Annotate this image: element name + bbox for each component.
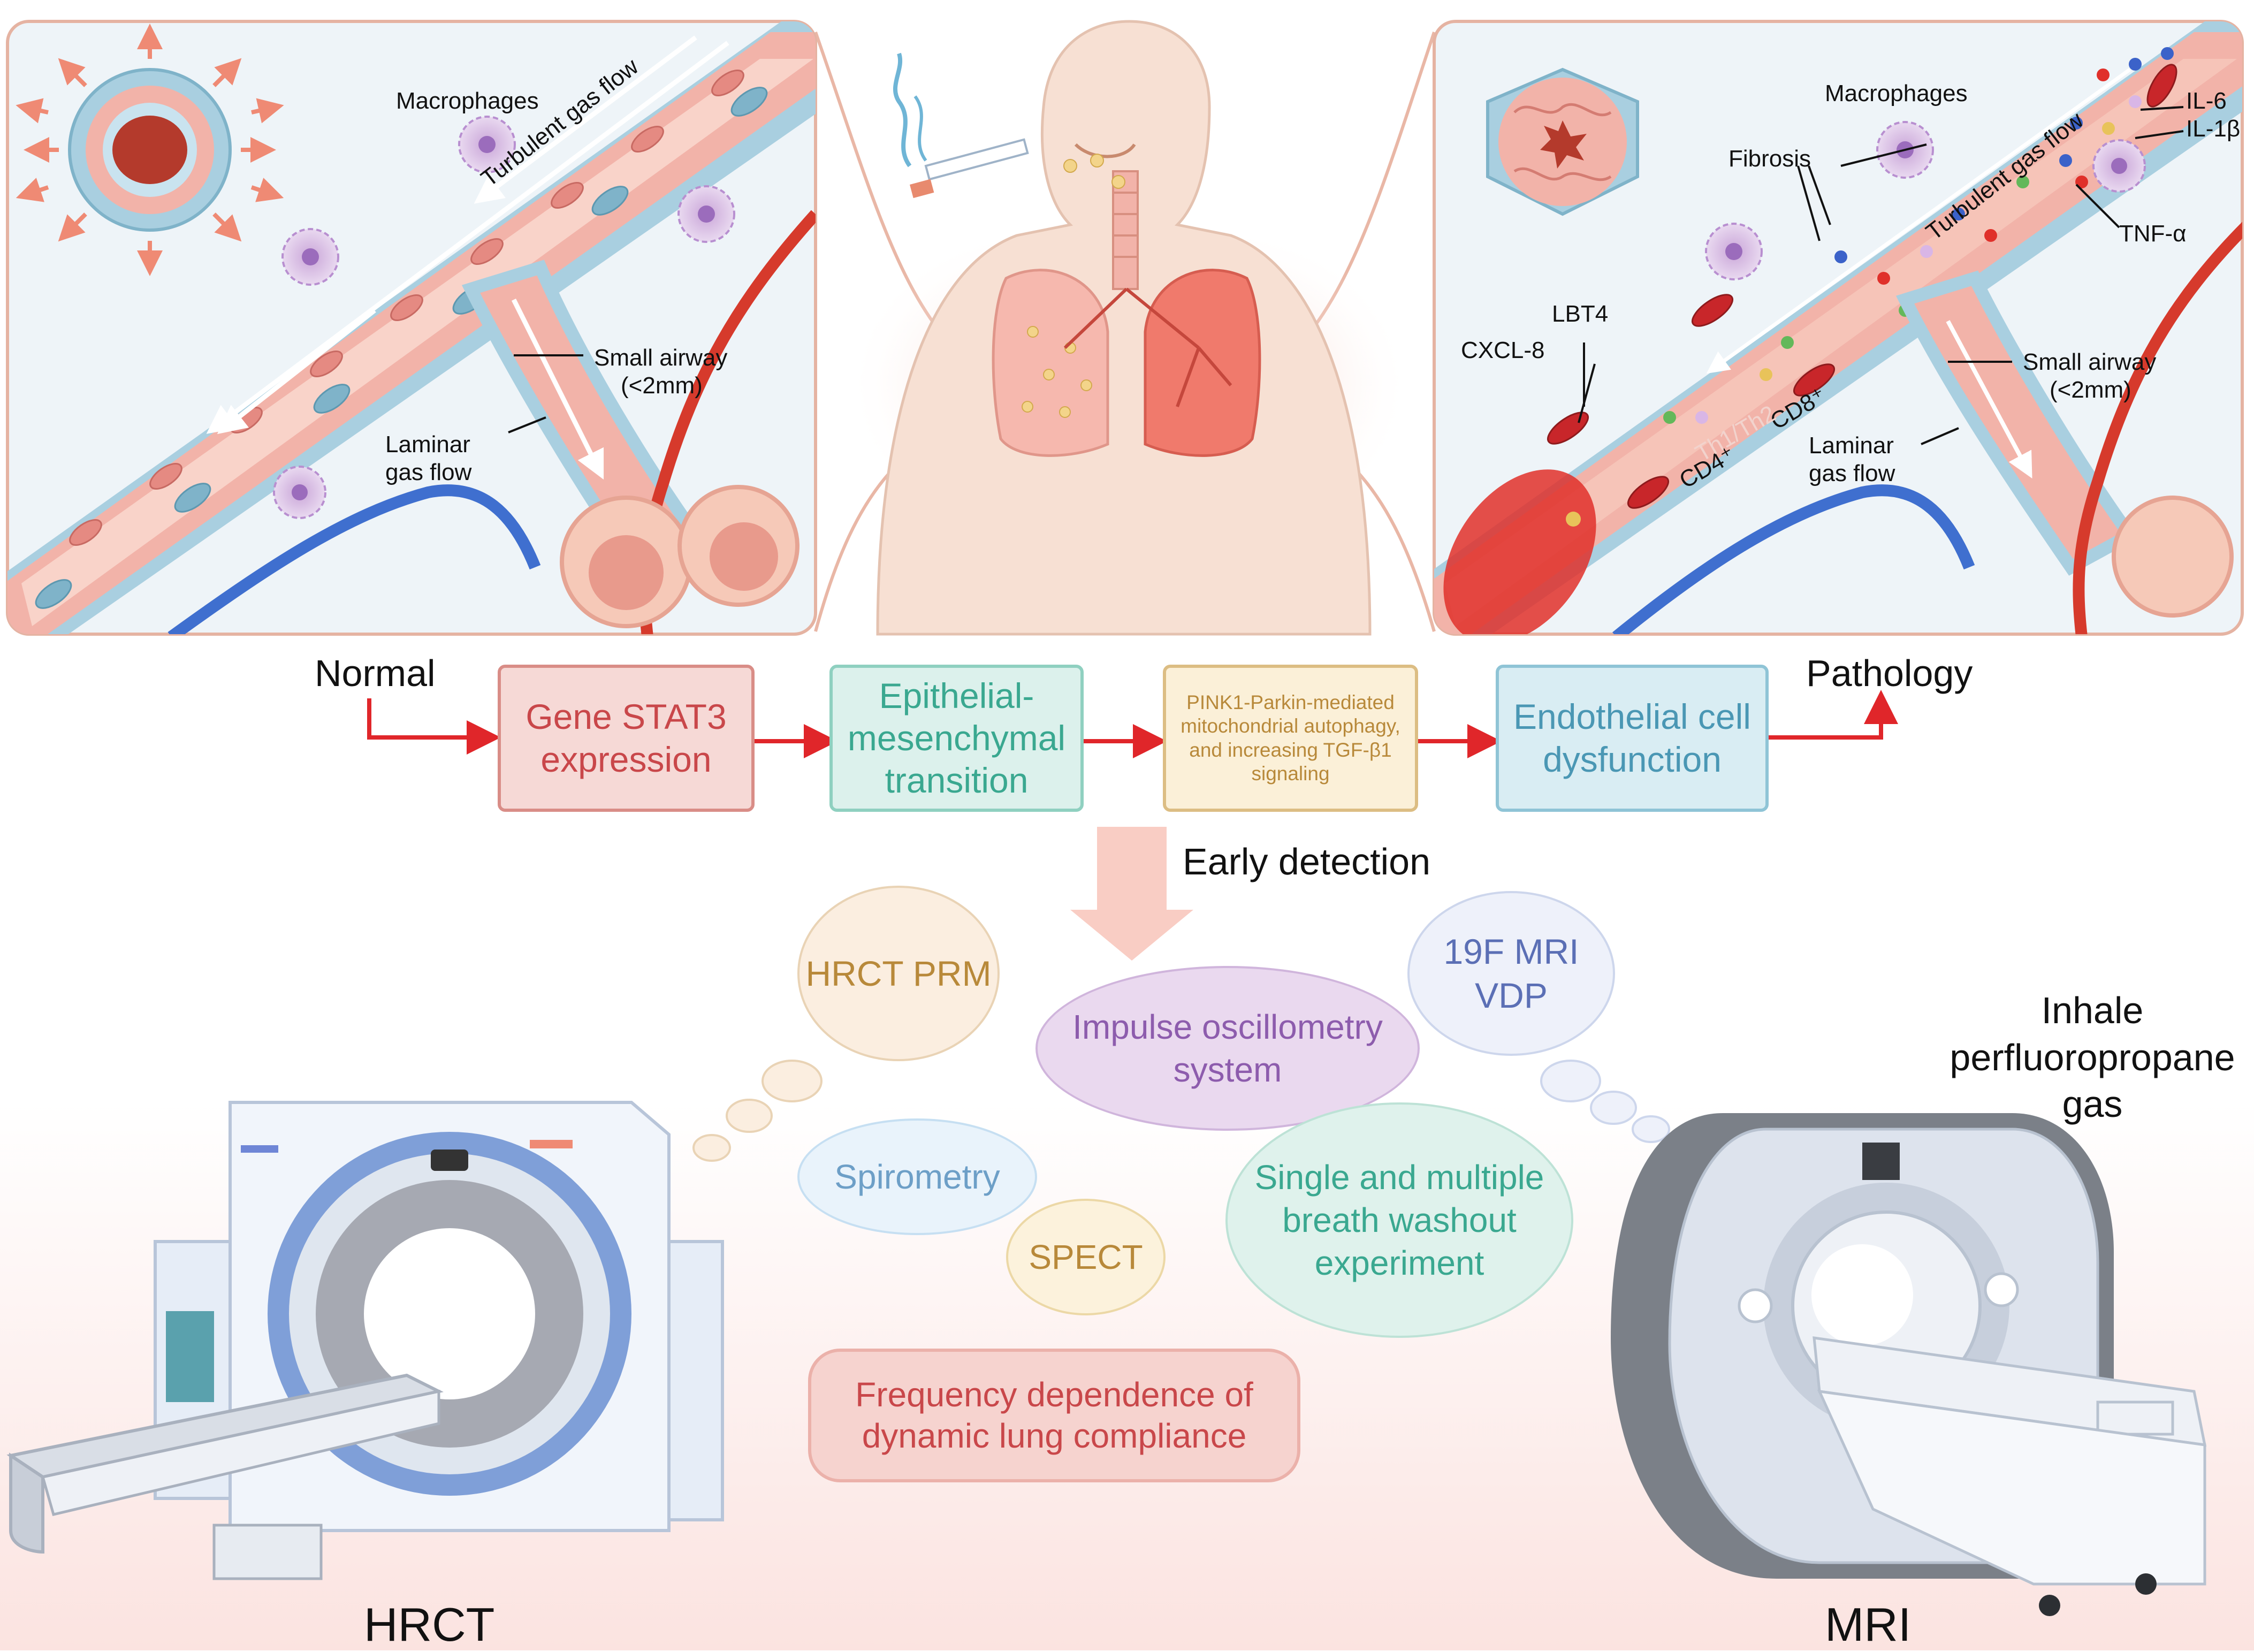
step-emt: Epithelial-mesenchymal transition bbox=[829, 665, 1084, 812]
label-small-airway-normal: Small airway bbox=[594, 345, 728, 371]
mri-scanner-illustration bbox=[1611, 1113, 2207, 1616]
label-laminar-normal-1: Laminar bbox=[385, 431, 470, 458]
thought-bubble-tails bbox=[692, 1060, 1670, 1162]
narrowed-airway-cross-section bbox=[1486, 67, 1639, 216]
label-laminar-pathology-2: gas flow bbox=[1809, 460, 1895, 486]
label-tnfa: TNF-α bbox=[2119, 220, 2187, 247]
bubble-breath-washout: Single and multiple breath washout exper… bbox=[1225, 1102, 1573, 1338]
macrophage-cell bbox=[458, 116, 516, 173]
box-frequency-dependence: Frequency dependence of dynamic lung com… bbox=[808, 1349, 1300, 1482]
label-pathology: Pathology bbox=[1806, 652, 1973, 694]
step-endothelial: Endothelial cell dysfunction bbox=[1496, 665, 1769, 812]
human-lungs-illustration bbox=[846, 20, 1413, 636]
pathology-airway-panel bbox=[1433, 20, 2244, 636]
airway-cross-section bbox=[16, 24, 284, 276]
label-il6: IL-6 bbox=[2186, 88, 2227, 114]
early-detection-arrow bbox=[1070, 827, 1193, 961]
label-mri-device: MRI bbox=[1825, 1598, 1912, 1651]
label-small-airway-size-pathology: (<2mm) bbox=[2050, 377, 2131, 403]
step-gene-stat3: Gene STAT3 expression bbox=[498, 665, 755, 812]
label-laminar-normal-2: gas flow bbox=[385, 459, 472, 485]
ct-scanner-illustration bbox=[6, 1101, 724, 1580]
label-fibrosis: Fibrosis bbox=[1728, 146, 1811, 172]
label-early-detection: Early detection bbox=[1183, 841, 1431, 882]
bubble-impulse-oscillometry: Impulse oscillometry system bbox=[1035, 966, 1420, 1131]
normal-airway-panel bbox=[6, 20, 817, 636]
bubble-hrct-prm: HRCT PRM bbox=[797, 886, 1000, 1061]
label-normal: Normal bbox=[315, 652, 436, 694]
label-laminar-pathology-1: Laminar bbox=[1809, 432, 1894, 459]
label-small-airway-size-normal: (<2mm) bbox=[621, 372, 703, 399]
label-macrophages-normal: Macrophages bbox=[396, 88, 539, 114]
pathway-connectors bbox=[367, 690, 1898, 758]
bubble-spect: SPECT bbox=[1006, 1199, 1166, 1315]
label-cxcl8: CXCL-8 bbox=[1461, 337, 1545, 363]
label-hrct-device: HRCT bbox=[364, 1598, 495, 1651]
label-inhale-gas: Inhale perfluoropropane gas bbox=[1950, 989, 2235, 1125]
label-lbt4: LBT4 bbox=[1552, 301, 1609, 327]
label-macrophages-pathology: Macrophages bbox=[1825, 80, 1968, 106]
step-mitophagy: PINK1-Parkin-mediated mitochondrial auto… bbox=[1163, 665, 1418, 812]
label-il1b: IL-1β bbox=[2186, 116, 2241, 142]
bubble-19f-mri-vdp: 19F MRI VDP bbox=[1407, 891, 1615, 1056]
bubble-spirometry: Spirometry bbox=[797, 1118, 1037, 1235]
label-small-airway-pathology: Small airway bbox=[2023, 349, 2157, 375]
